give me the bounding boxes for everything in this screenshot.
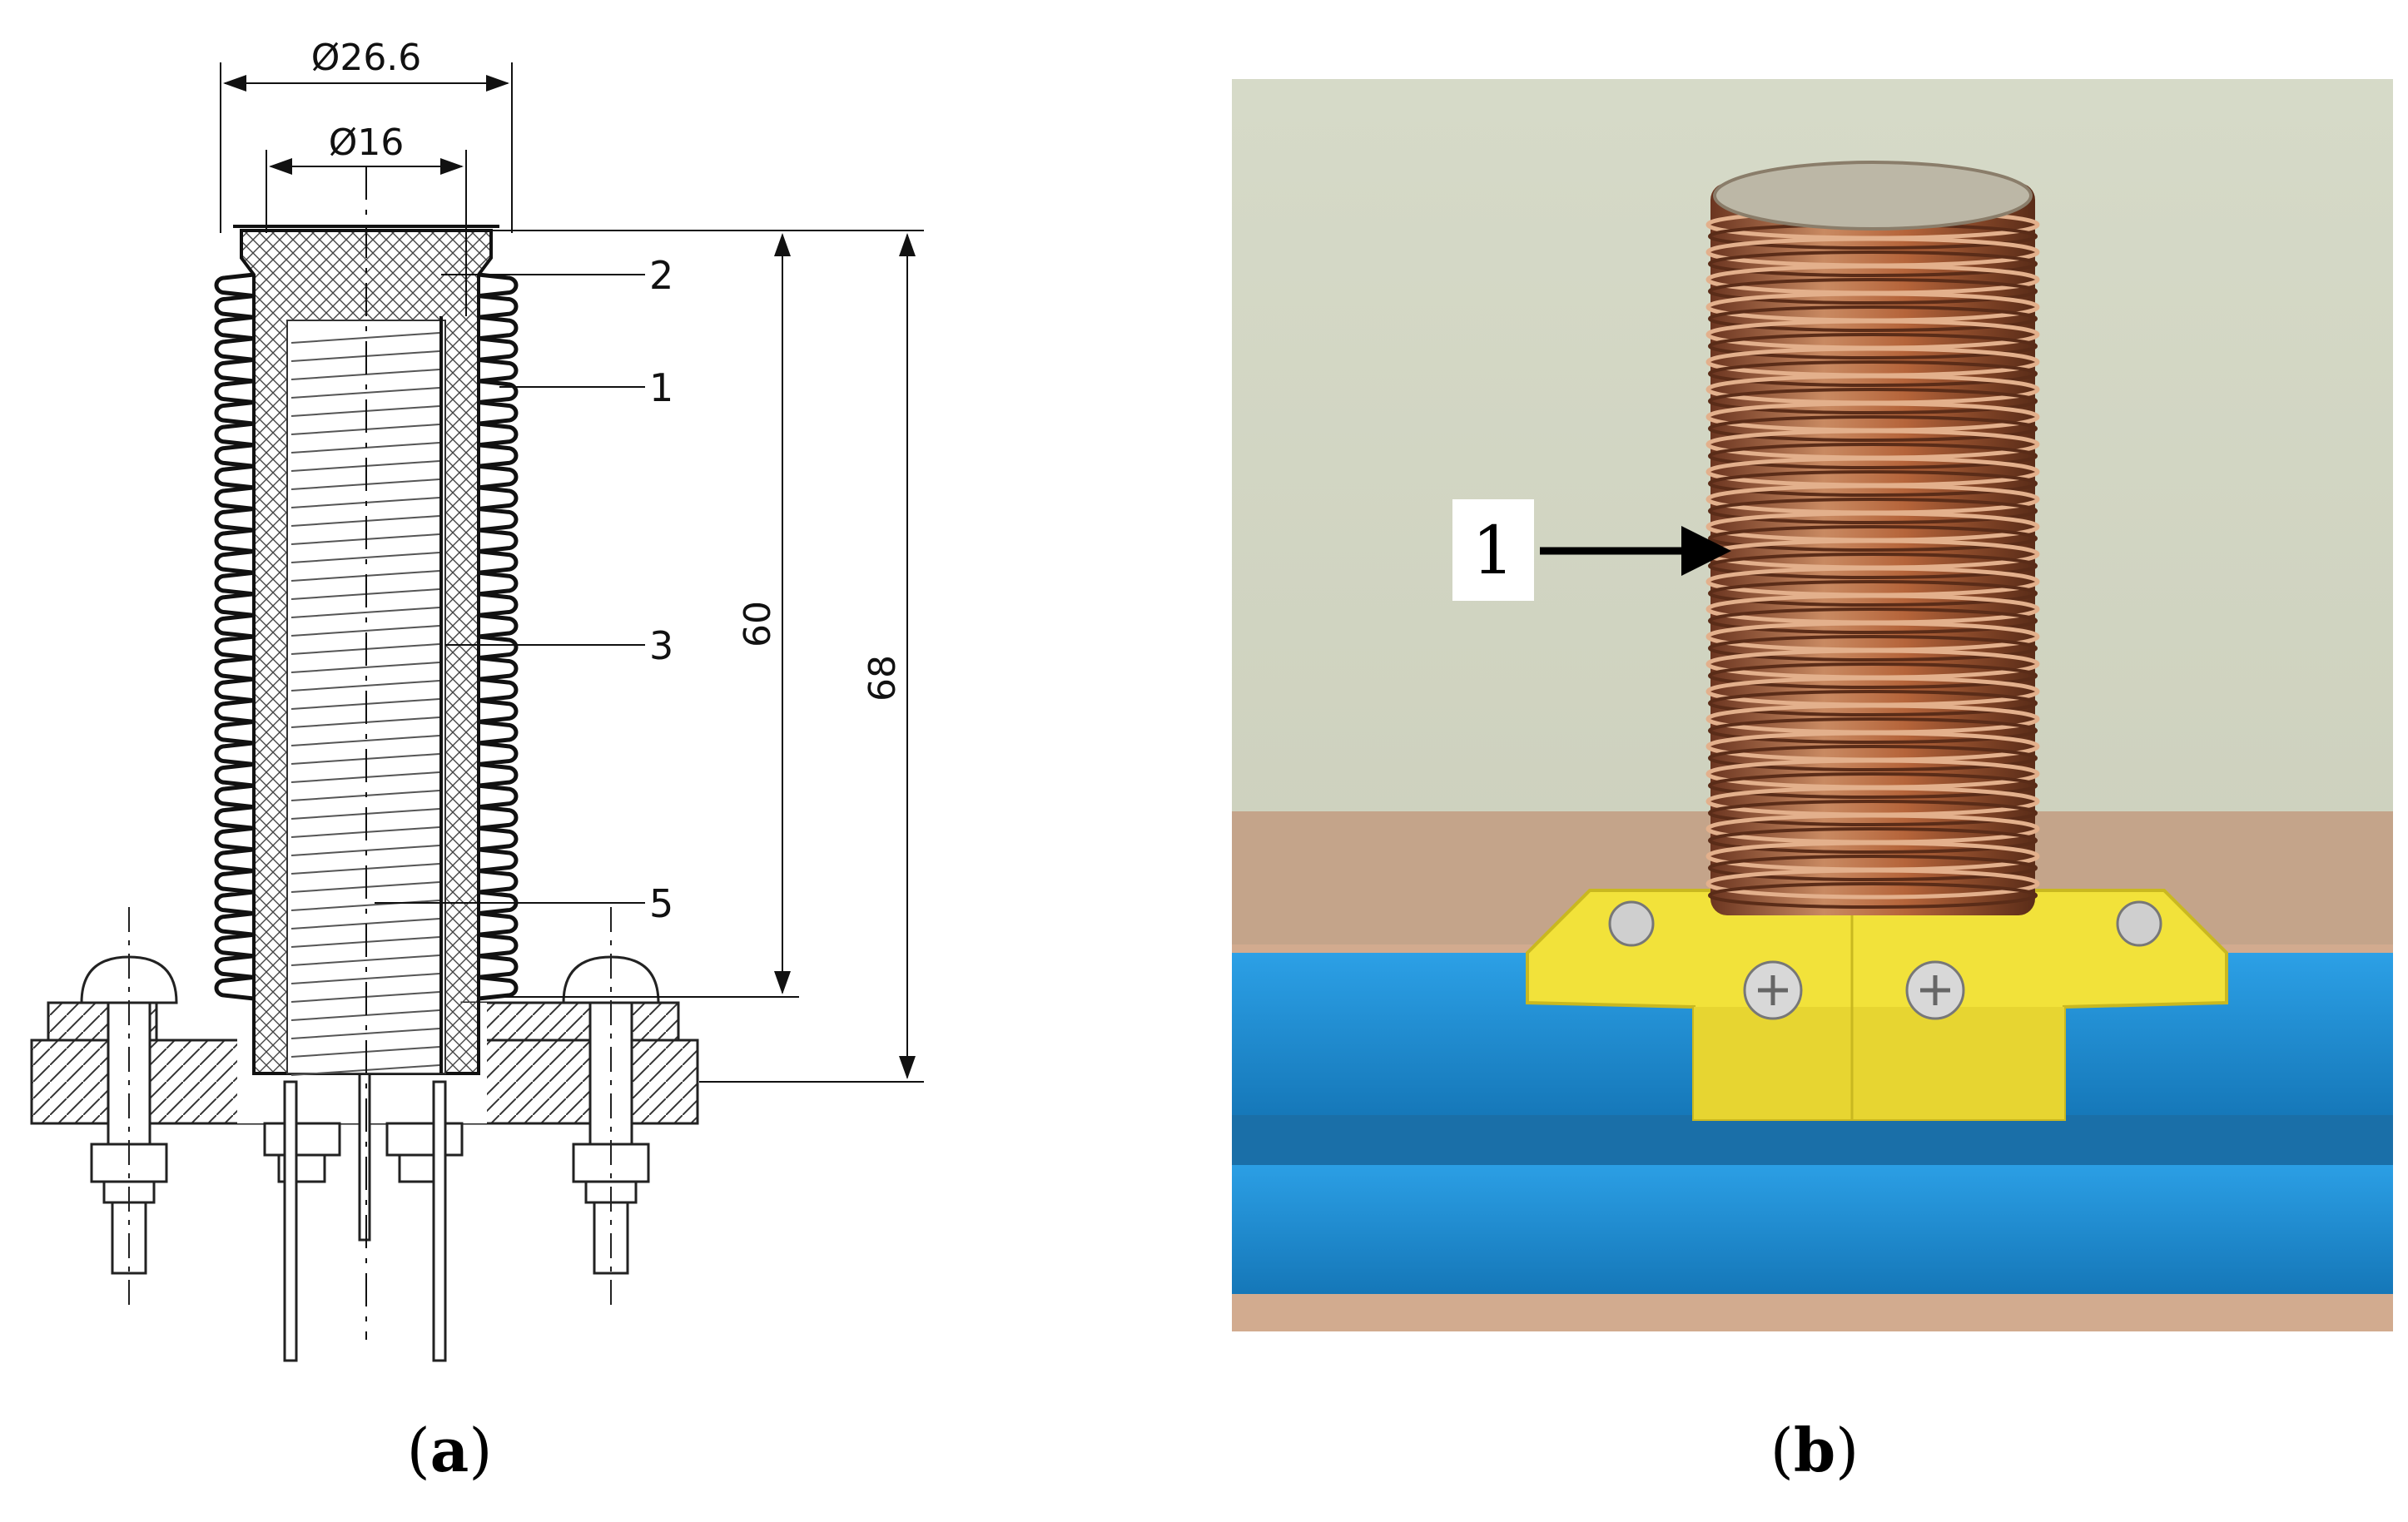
dimension-height-68: 68 [499,230,924,1083]
height-inner-label: 60 [737,601,779,647]
copper-coil [1705,161,2040,915]
part-label-2: 2 [649,253,673,298]
part-label-5: 5 [649,881,673,926]
part-label-1: 1 [649,365,673,410]
inner-diameter-label: Ø16 [329,121,405,164]
left-bolt [80,907,178,1306]
device-photo [1232,79,2393,1331]
photo-arrow-label: 1 [1452,499,1534,601]
dimension-outer-diameter: Ø26.6 [220,37,513,233]
right-bolt [562,907,660,1306]
part-label-3: 3 [649,623,673,668]
arrow-pointer [1540,526,1731,576]
technical-drawing: Ø26.6 Ø16 60 68 2 1 3 5 [30,37,924,1362]
dimension-inner-diameter: Ø16 [266,121,467,316]
part-leaders [375,274,645,904]
outer-diameter-label: Ø26.6 [311,37,422,79]
caption-a: (a) [406,1415,493,1485]
height-total-label: 68 [861,655,904,702]
caption-b: (b) [1770,1415,1859,1485]
